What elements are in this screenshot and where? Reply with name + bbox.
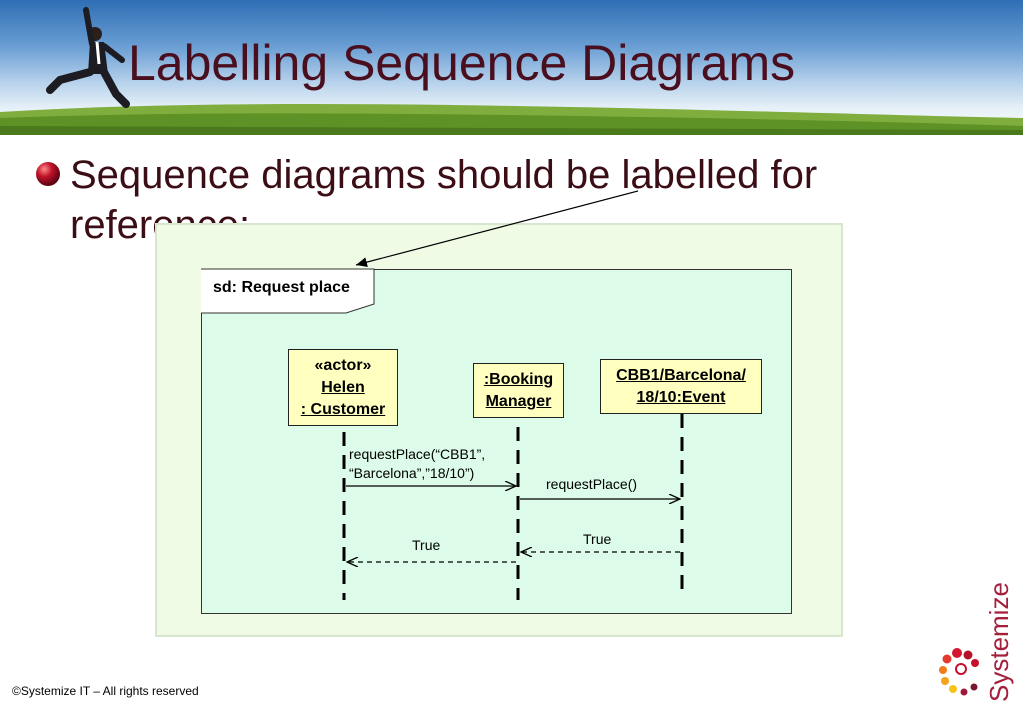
frame-label-tab <box>201 268 375 314</box>
message-label-1: requestPlace(“CBB1”, “Barcelona”,”18/10”… <box>349 445 485 483</box>
actor-type: : Customer <box>300 401 386 418</box>
systemize-logo-text: Systemize IT <box>984 574 1014 702</box>
bullet-sphere-icon <box>36 162 60 186</box>
logo-wordmark: Systemize IT <box>984 574 1014 702</box>
return-label-2: True <box>412 537 441 553</box>
slide-title: Labelling Sequence Diagrams <box>128 35 796 91</box>
footer-copyright: ©Systemize IT – All rights reserved <box>12 684 199 698</box>
jumping-businessman-image <box>46 7 130 108</box>
lifeline-box-event: CBB1/Barcelona/ 18/10:Event <box>600 359 762 414</box>
header-banner <box>0 0 1023 135</box>
booking-manager-line2: Manager <box>485 393 552 410</box>
message-label-1-line1: requestPlace(“CBB1”, <box>349 446 486 462</box>
frame-label: sd: Request place <box>213 279 350 296</box>
booking-manager-line1: :Booking <box>483 371 554 388</box>
sequence-frame <box>201 269 792 614</box>
return-label-1: True <box>583 531 612 547</box>
annotation-arrow <box>355 190 639 268</box>
event-line1: CBB1/Barcelona/ <box>616 367 746 384</box>
systemize-logo-mark-icon <box>939 648 979 696</box>
actor-name: Helen <box>321 379 365 396</box>
message-label-2: requestPlace() <box>546 476 638 492</box>
actor-stereotype: «actor» <box>314 357 372 374</box>
grass-hills-image <box>0 104 1023 135</box>
event-line2: 18/10:Event <box>636 389 726 406</box>
lifeline-box-booking-manager: :Booking Manager <box>473 363 564 418</box>
lifeline-box-customer: «actor» Helen : Customer <box>288 349 398 426</box>
message-label-1-line2: “Barcelona”,”18/10”) <box>349 465 475 481</box>
